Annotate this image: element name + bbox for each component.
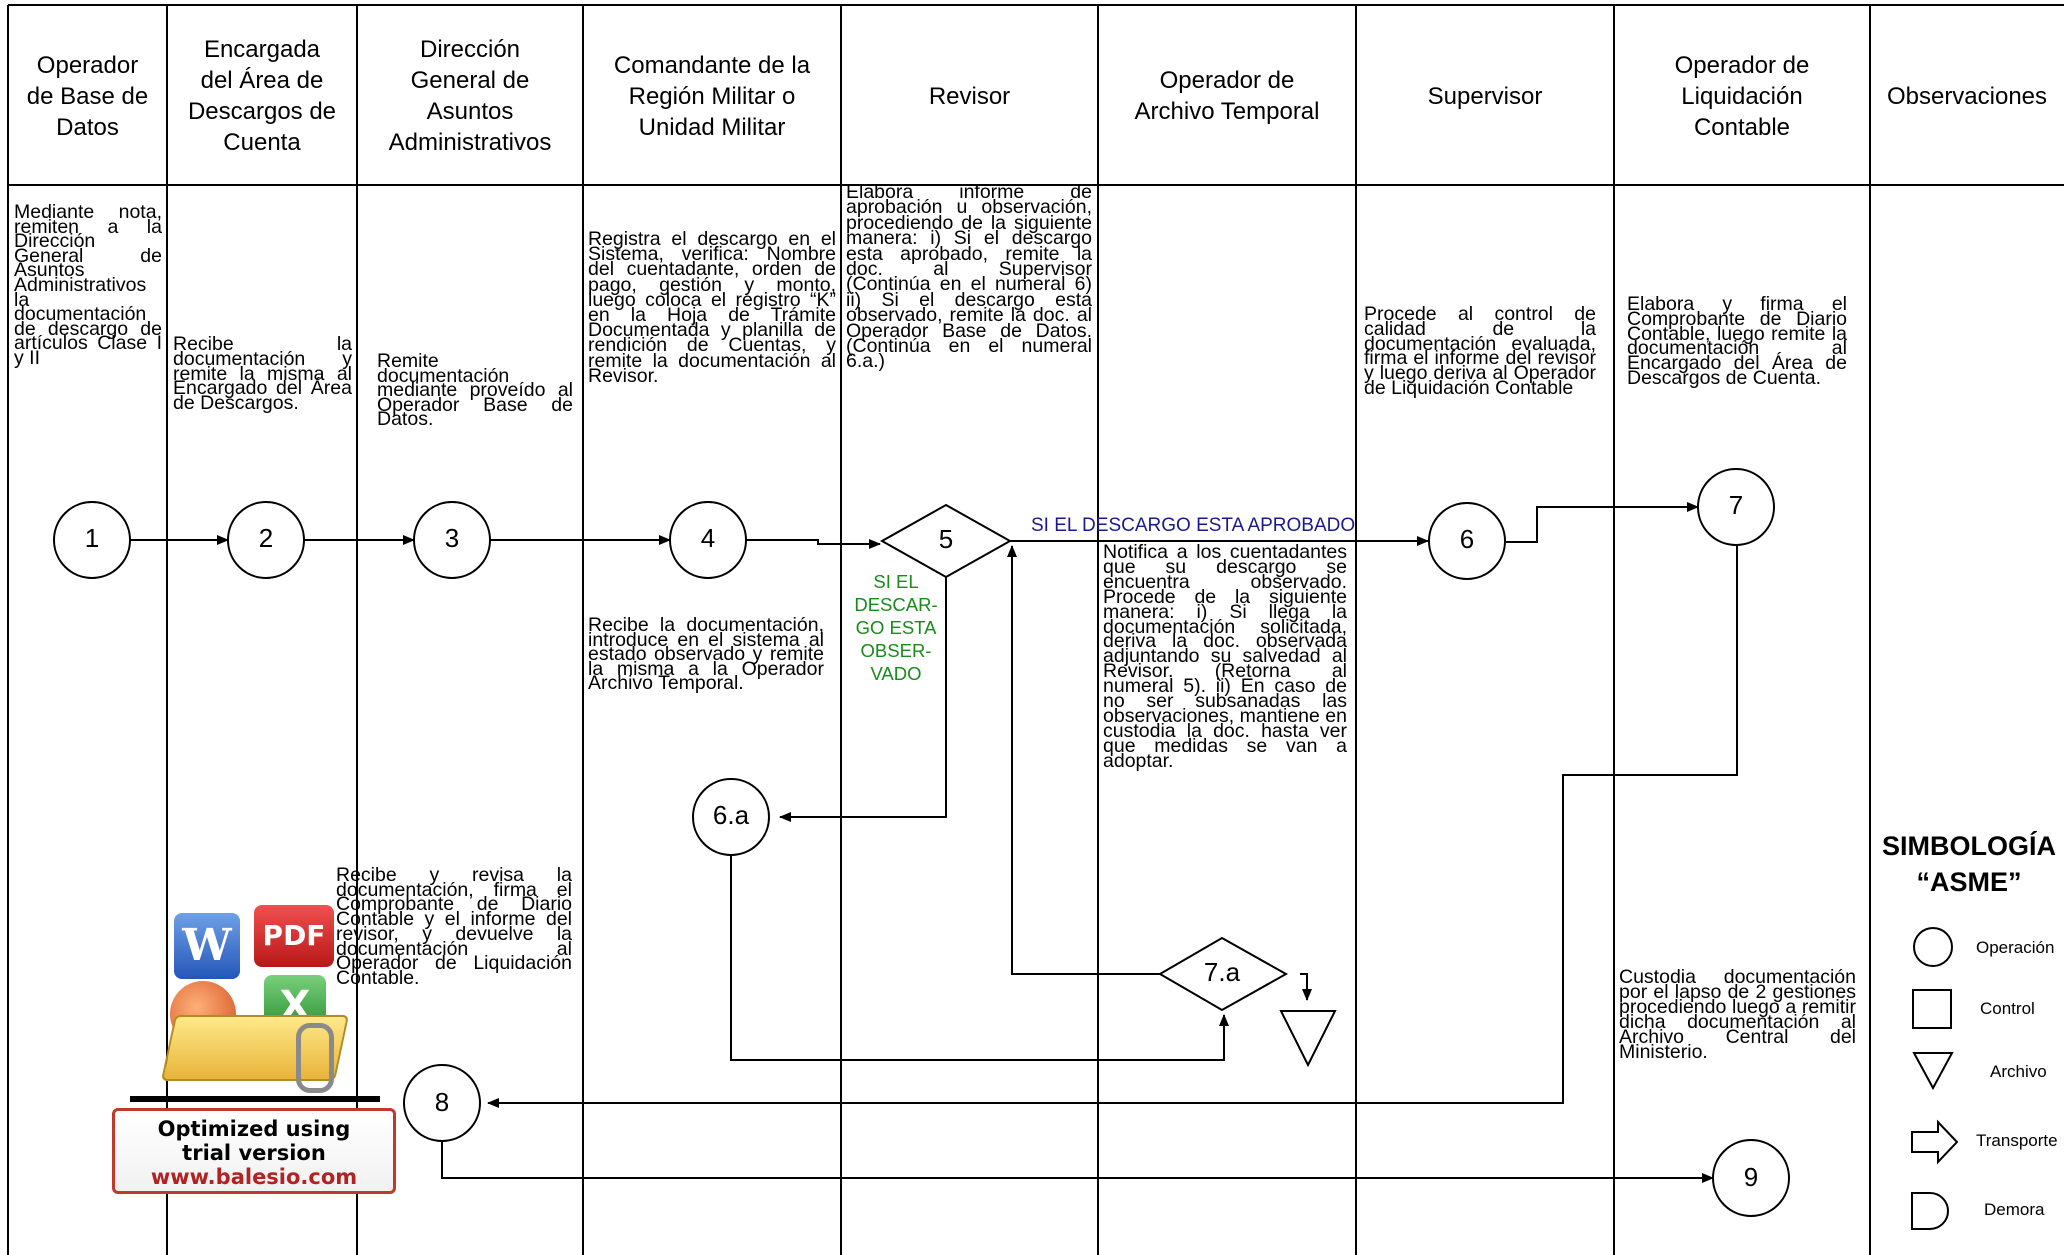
arrow-7a-5: [1007, 545, 1160, 975]
lane-header-operador-base-datos: Operador de Base de Datos: [26, 51, 149, 141]
delay-symbol-icon: [1911, 1192, 1949, 1230]
node-7-circle: [1697, 468, 1775, 546]
step-2-text: Recibe la documentación y remite la mism…: [173, 333, 352, 415]
legend-demora: Demora: [1984, 1200, 2045, 1219]
operation-symbol-icon: [1913, 927, 1953, 967]
watermark-url: www.balesio.com: [150, 1165, 358, 1189]
node-5-label: 5: [938, 524, 954, 554]
step-8-text: Recibe y revisa la documentación, firma …: [336, 864, 572, 989]
node-8-label: 8: [434, 1087, 450, 1117]
legend-transporte: Transporte: [1976, 1131, 2058, 1150]
lane-header-supervisor: Supervisor: [1427, 82, 1543, 110]
arrow-6a-7a: [730, 855, 1229, 1061]
archive-symbol-icon: [1912, 1052, 1954, 1091]
lane-header-encargada-descargos: Encargada del Área de Descargos de Cuent…: [187, 36, 337, 156]
lane-header-observaciones: Observaciones: [1886, 82, 2048, 110]
node-7a-diamond: [1158, 936, 1289, 1012]
node-4-circle: [669, 501, 747, 579]
node-6-label: 6: [1459, 524, 1475, 554]
node-4-label: 4: [700, 523, 716, 553]
approved-branch-label: SI EL DESCARGO ESTA APROBADO: [1031, 515, 1356, 536]
node-2-label: 2: [258, 523, 274, 553]
node-8-circle: [403, 1064, 481, 1142]
control-symbol-icon: [1912, 989, 1952, 1029]
node-2-circle: [227, 501, 305, 579]
archive-triangle-icon: [1279, 1010, 1337, 1068]
lane-header-revisor: Revisor: [928, 82, 1011, 110]
step-3-text: Remite documentación mediante proveído a…: [377, 350, 573, 431]
watermark-line-1: Optimized using: [157, 1117, 351, 1141]
arrow-8-9: [441, 1142, 1714, 1183]
watermark-divider: [130, 1096, 380, 1102]
zip-clip: [296, 1023, 334, 1093]
legend-control: Control: [1980, 999, 2035, 1018]
node-6a-label: 6.a: [712, 800, 750, 830]
legend-title: SIMBOLOGÍA “ASME”: [1882, 831, 2056, 897]
node-3-circle: [413, 501, 491, 579]
observed-branch-label: SI EL DESCAR- GO ESTA OBSER- VADO: [854, 571, 938, 684]
node-6a-circle: [692, 778, 770, 856]
node-9-label: 9: [1743, 1162, 1759, 1192]
lane-header-comandante: Comandante de la Región Militar o Unidad…: [613, 51, 811, 141]
node-7a-label: 7.a: [1203, 957, 1241, 987]
arrow-7a-archive: [1300, 973, 1312, 1001]
step-7-text: Elabora y firma el Comprobante de Diario…: [1627, 293, 1847, 389]
lane-header-archivo-temporal: Operador de Archivo Temporal: [1134, 67, 1320, 125]
legend-archivo: Archivo: [1990, 1062, 2047, 1081]
office-files-logo-icon: W PDF X: [160, 905, 350, 1093]
control-nodes: [879, 503, 1289, 1012]
step-4-text: Registra el descargo en el Sistema, veri…: [588, 228, 836, 387]
legend-symbols: [1911, 927, 1959, 1230]
transport-symbol-icon: [1911, 1119, 1959, 1165]
lane-grid: [7, 4, 2064, 1255]
step-5-text: Elabora informe de aprobación u observac…: [846, 181, 1092, 373]
node-1-circle: [53, 501, 131, 579]
node-6-circle: [1428, 502, 1506, 580]
word-badge: W: [174, 913, 240, 979]
step-6a-text: Recibe la documentación, introduce en el…: [588, 614, 824, 695]
step-1-text: Mediante nota, remiten a la Dirección Ge…: [14, 201, 162, 369]
watermark-line-2: trial version: [182, 1141, 326, 1165]
arrow-4-5: [746, 539, 881, 549]
step-7a-text: Notifica a los cuentadantes que su desca…: [1103, 541, 1347, 772]
step-6-text: Procede al control de calidad de la docu…: [1364, 303, 1596, 399]
operation-nodes: [53, 468, 1790, 1217]
lane-header-direccion-general: Dirección General de Asuntos Administrat…: [388, 36, 552, 156]
legend-operacion: Operación: [1976, 938, 2055, 957]
arrow-6-7: [1505, 502, 1699, 543]
node-3-label: 3: [444, 523, 460, 553]
pdf-badge: PDF: [254, 905, 334, 967]
lane-header-liquidacion-contable: Operador de Liquidación Contable: [1674, 51, 1810, 141]
arrow-7-8: [487, 546, 1738, 1108]
arrow-5-6a: [779, 577, 947, 822]
node-5-diamond: [879, 503, 1013, 579]
optimized-watermark-badge: Optimized using trial version www.balesi…: [112, 1108, 396, 1194]
node-7-label: 7: [1728, 490, 1744, 520]
node-1-label: 1: [84, 523, 100, 553]
step-9-text: Custodia documentación por el lapso de 2…: [1619, 966, 1856, 1063]
node-9-circle: [1712, 1139, 1790, 1217]
connectors: [130, 502, 1738, 1183]
